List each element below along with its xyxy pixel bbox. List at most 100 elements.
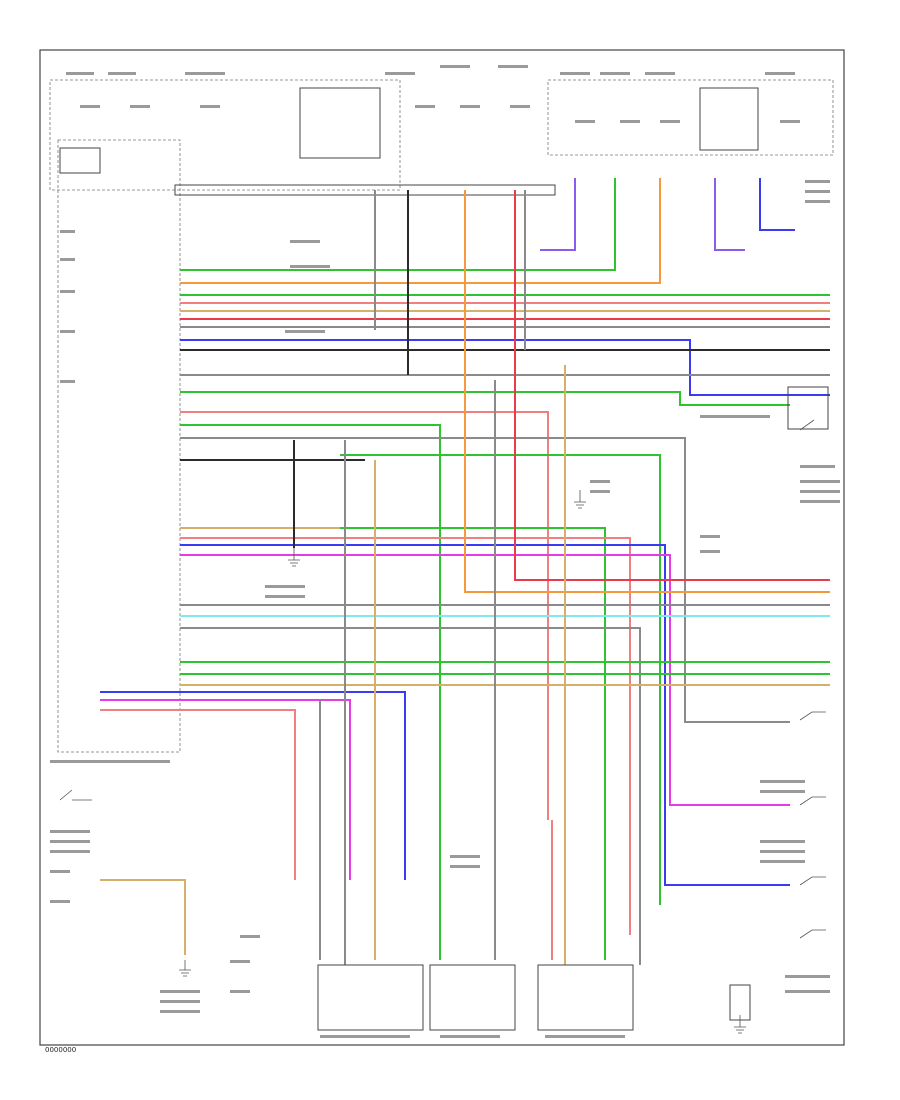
- relay-box-right: [699, 87, 759, 151]
- label-mark-22: [805, 200, 830, 203]
- driver-door-switch-box: [317, 964, 424, 1031]
- label-mark-28: [60, 290, 75, 293]
- diagram-code: 0000000: [45, 1046, 76, 1054]
- label-mark-39: [700, 550, 720, 553]
- wire-pink-31: [100, 709, 296, 880]
- door-switch-right-4: [799, 929, 826, 939]
- ground-icon-2: [288, 548, 300, 567]
- label-mark-43: [50, 830, 90, 833]
- door-switch-right-1: [799, 711, 826, 721]
- label-mark-0: [66, 72, 94, 75]
- label-mark-56: [230, 960, 250, 963]
- fuse-box-left: [49, 79, 401, 191]
- label-mark-54: [760, 860, 805, 863]
- label-mark-6: [560, 72, 590, 75]
- label-mark-58: [320, 1035, 410, 1038]
- label-mark-18: [660, 120, 680, 123]
- label-mark-14: [460, 105, 480, 108]
- wire-green-12: [180, 424, 441, 860]
- wire-green-0: [180, 178, 616, 271]
- wire-layer: [100, 178, 830, 965]
- lock-motor-box: [729, 984, 751, 1021]
- label-mark-2: [185, 72, 225, 75]
- wire-magenta-20: [180, 554, 790, 806]
- label-mark-47: [50, 900, 70, 903]
- ground-icon-1: [574, 490, 586, 509]
- label-mark-29: [60, 330, 75, 333]
- wire-tan-32: [100, 879, 186, 955]
- bottom-components: [317, 386, 829, 1031]
- label-mark-10: [80, 105, 100, 108]
- label-mark-24: [290, 265, 330, 268]
- label-mark-8: [645, 72, 675, 75]
- fuse-box-right: [547, 79, 834, 156]
- fuse-small: [59, 147, 101, 174]
- label-mark-16: [575, 120, 595, 123]
- label-mark-1: [108, 72, 136, 75]
- label-mark-35: [800, 500, 840, 503]
- wire-red-21: [514, 190, 830, 581]
- label-mark-51: [760, 790, 805, 793]
- ecu-boundary: [57, 139, 181, 753]
- ground-icon-3: [734, 1015, 746, 1034]
- wire-green-17: [340, 527, 606, 840]
- label-mark-44: [50, 840, 90, 843]
- label-mark-60: [545, 1035, 625, 1038]
- wire-blue-29: [100, 691, 406, 880]
- wire-gray-25: [180, 627, 641, 965]
- label-mark-40: [265, 585, 305, 588]
- label-mark-32: [800, 465, 835, 468]
- label-mark-15: [510, 105, 530, 108]
- label-mark-31: [700, 415, 770, 418]
- door-switch-right-2: [799, 796, 826, 806]
- label-mark-57: [230, 990, 250, 993]
- label-mark-48: [450, 855, 480, 858]
- label-mark-4: [440, 65, 470, 68]
- label-mark-11: [130, 105, 150, 108]
- wire-blue-7: [180, 339, 830, 396]
- label-mark-61: [785, 975, 830, 978]
- label-mark-62: [785, 990, 830, 993]
- label-mark-3: [385, 72, 415, 75]
- label-mark-59: [440, 1035, 500, 1038]
- ground-icon-4: [179, 960, 191, 977]
- label-mark-21: [805, 190, 830, 193]
- label-mark-42: [50, 760, 170, 763]
- label-mark-50: [760, 780, 805, 783]
- label-mark-20: [805, 180, 830, 183]
- label-mark-33: [800, 480, 840, 483]
- wire-pink-18: [180, 537, 631, 935]
- switch-symbols: [59, 419, 826, 939]
- label-mark-52: [760, 840, 805, 843]
- ground-symbols: [179, 490, 746, 1034]
- label-mark-49: [450, 865, 480, 868]
- wire-violet-34: [714, 178, 745, 251]
- ecu-header-bar: [174, 184, 556, 196]
- label-mark-26: [60, 230, 75, 233]
- label-mark-38: [700, 535, 720, 538]
- label-mark-19: [780, 120, 800, 123]
- label-mark-65: [160, 1010, 200, 1013]
- passenger-switch-box: [787, 386, 829, 430]
- label-mark-25: [285, 330, 325, 333]
- label-mark-23: [290, 240, 320, 243]
- label-mark-9: [765, 72, 795, 75]
- wire-blue-35: [759, 178, 795, 231]
- label-mark-5: [498, 65, 528, 68]
- label-mark-12: [200, 105, 220, 108]
- wire-blue-19: [180, 544, 790, 886]
- label-mark-63: [160, 990, 200, 993]
- fuse-block-row: [49, 79, 834, 191]
- wire-orange-1: [180, 178, 661, 284]
- wire-violet-33: [540, 178, 576, 251]
- label-mark-37: [590, 490, 610, 493]
- label-mark-27: [60, 258, 75, 261]
- label-mark-53: [760, 850, 805, 853]
- wire-orange-22: [464, 215, 830, 593]
- label-mark-17: [620, 120, 640, 123]
- relay-box-left: [299, 87, 381, 159]
- wire-green-10: [180, 391, 790, 406]
- label-marks: [50, 65, 840, 1038]
- label-mark-45: [50, 850, 90, 853]
